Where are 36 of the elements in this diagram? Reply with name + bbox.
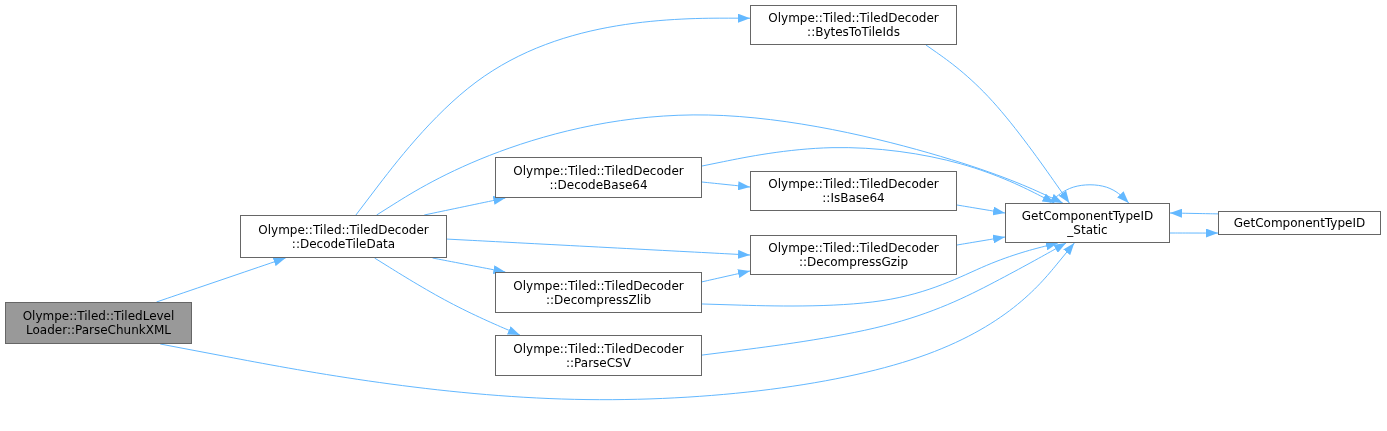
arrow [355,13,751,216]
arrow [701,269,751,283]
function-box [750,5,957,45]
arrow [1169,208,1219,218]
function-box [495,335,702,376]
function-box [750,235,957,275]
arrow [956,204,1006,216]
function-name: GetComponentTypeID _Static [1020,209,1155,237]
arrow [376,114,1064,216]
arrow [701,181,751,191]
function-box [495,157,702,198]
function-name: GetComponentTypeID [1232,216,1367,230]
function-name: Olympe::Tiled::TiledDecoder ::DecompressGzip [767,241,940,269]
function-name: Olympe::Tiled::TiledDecoder ::IsBase64 [767,177,940,205]
function-box [495,272,702,313]
arrow [701,242,1067,356]
arrow [701,241,1059,307]
function-box [750,171,957,211]
arrow [956,234,1006,246]
function-box [1218,211,1381,235]
function-name: Olympe::Tiled::TiledLevel Loader::ParseChunkXML [21,309,176,337]
function-name: Olympe::Tiled::TiledDecoder ::BytesToTileIds [767,11,940,39]
function-name: Olympe::Tiled::TiledDecoder ::ParseCSV [512,341,685,370]
arrow [155,257,287,303]
arrow [925,44,1070,204]
arrow [1169,228,1219,238]
arrow [446,238,751,259]
arrow [374,257,521,336]
function-name: Olympe::Tiled::TiledDecoder ::DecompressZlib [512,278,685,307]
function-name: Olympe::Tiled::TiledDecoder ::DecodeBase64 [512,163,685,192]
arrow [432,257,506,275]
arrow [701,147,1055,204]
function-box [5,302,192,344]
function-box [240,215,447,258]
function-box [1005,203,1170,243]
function-name: Olympe::Tiled::TiledDecoder ::DecodeTileData [257,222,430,251]
